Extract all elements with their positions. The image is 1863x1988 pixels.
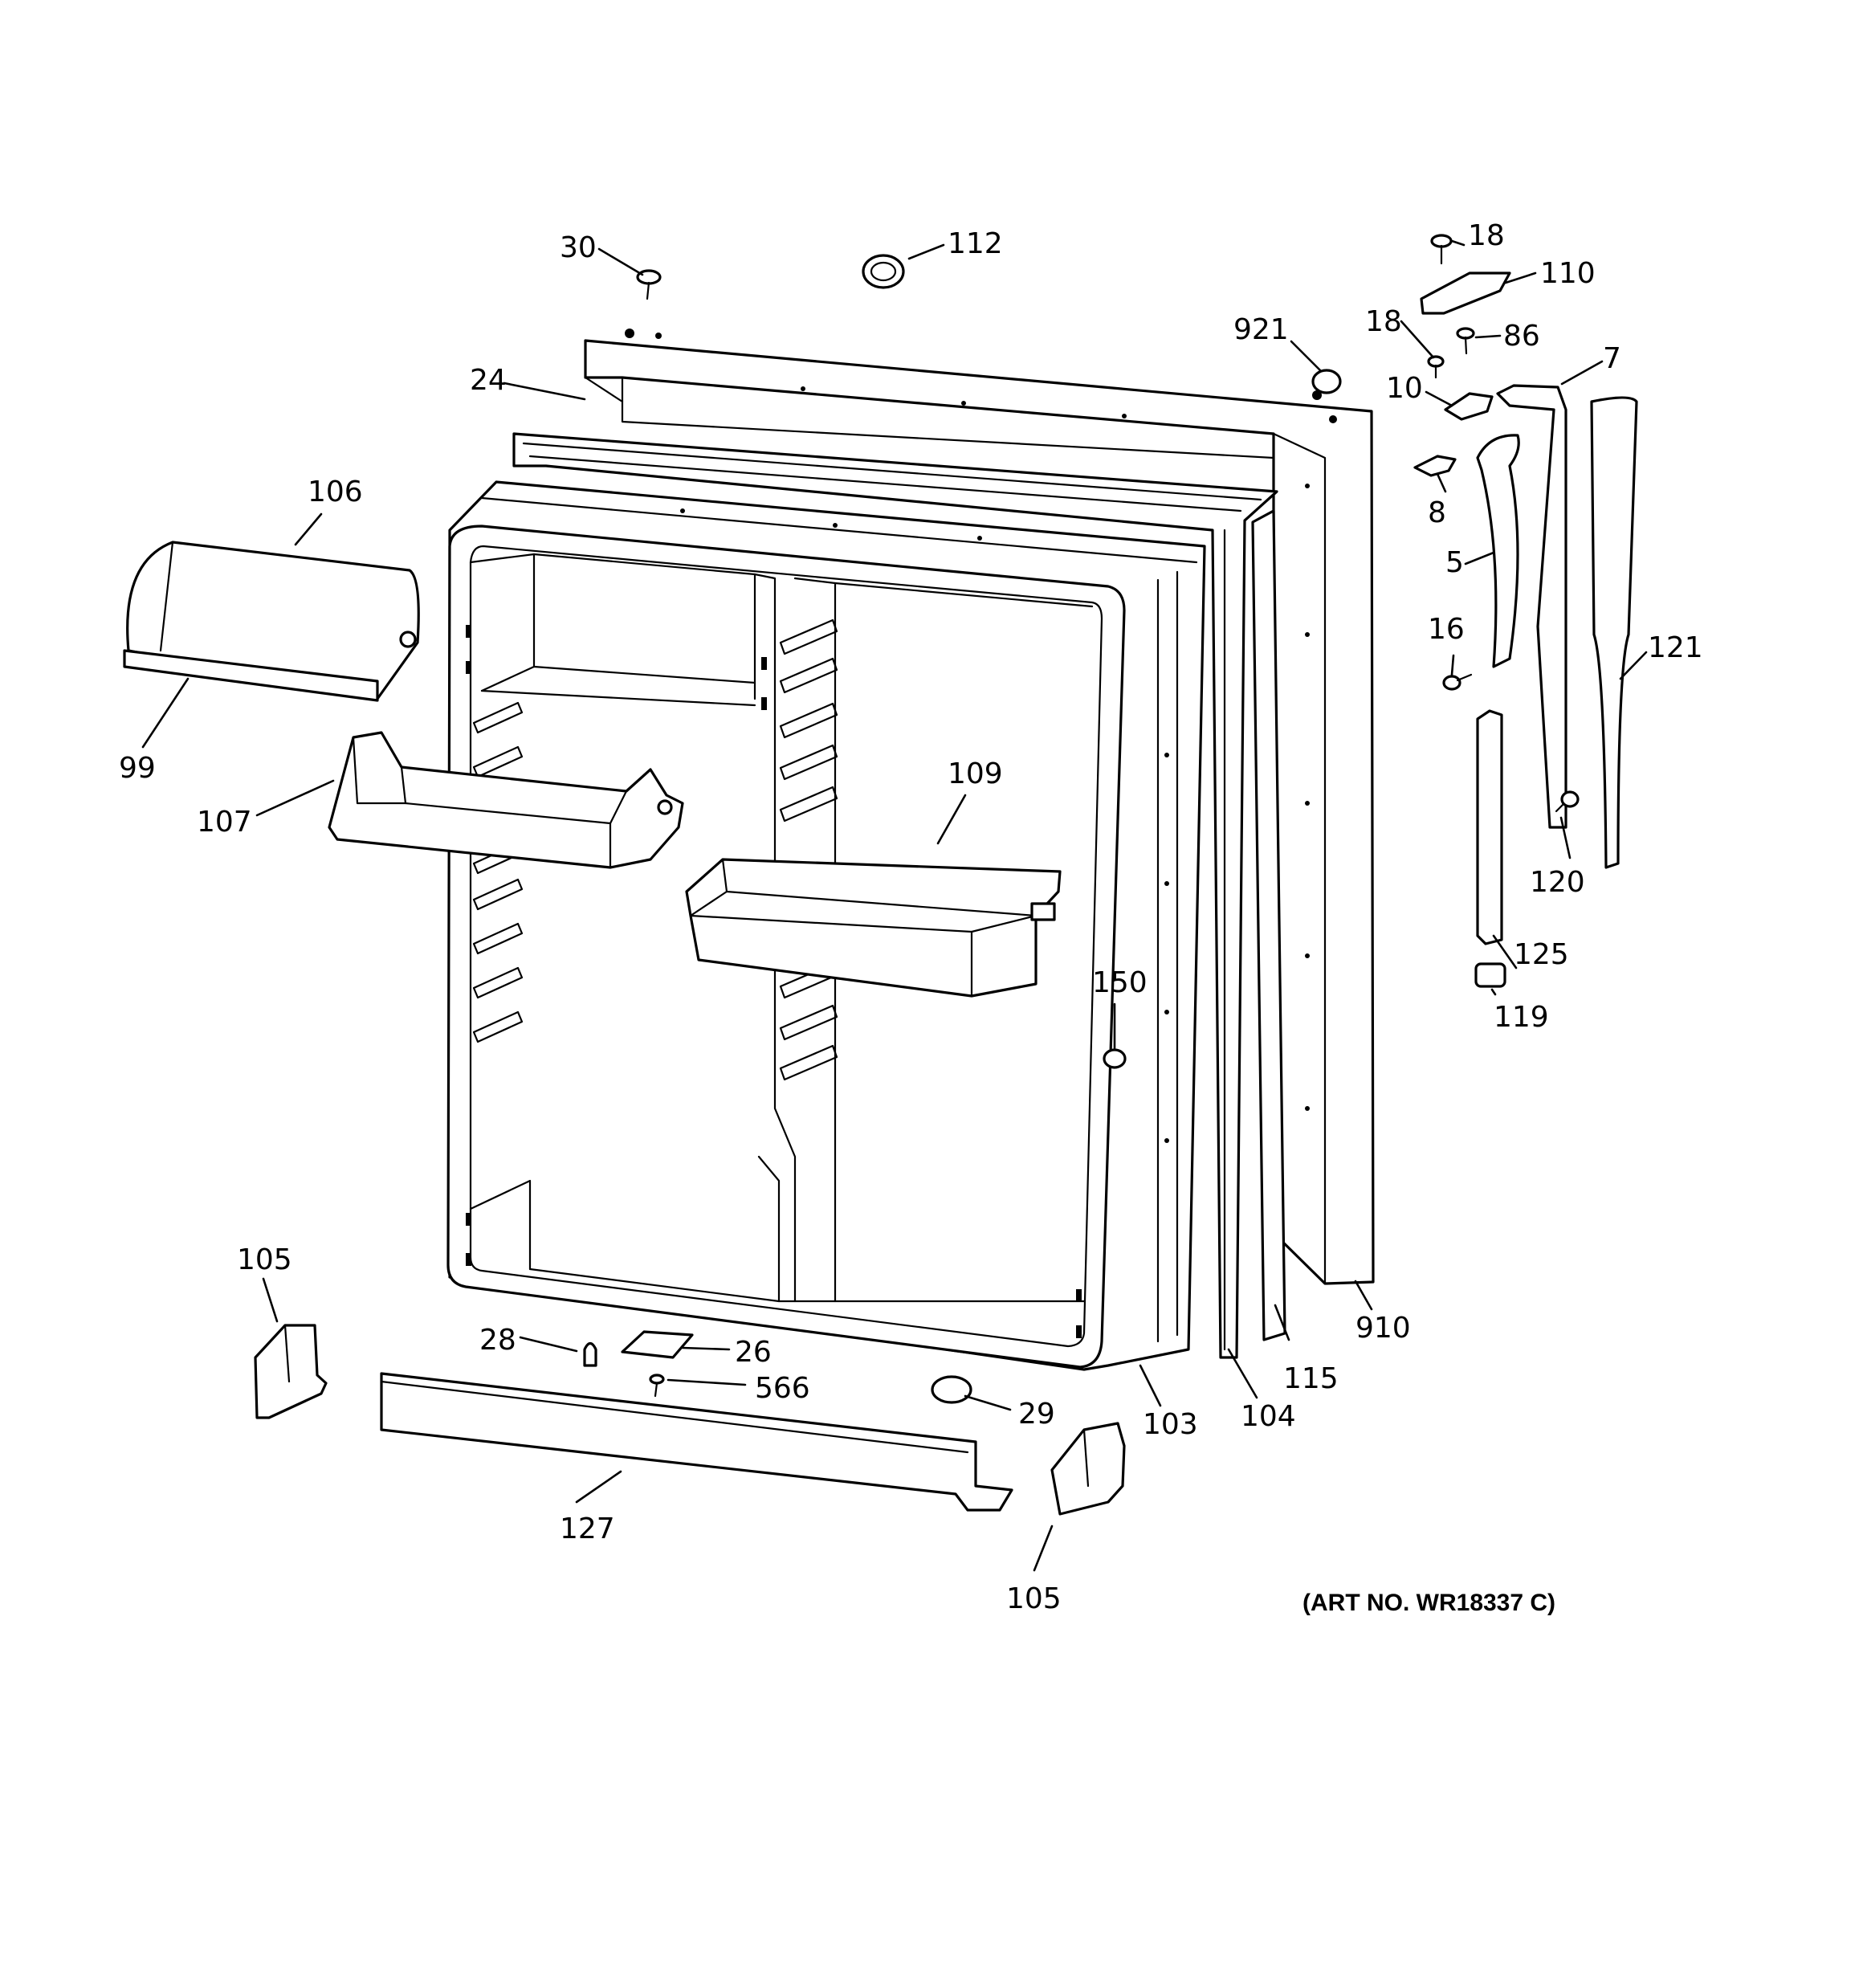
callout-18-mid: 18 [1365,305,1402,338]
door-gasket [512,432,1278,1359]
callout-910: 910 [1355,1312,1411,1345]
callout-109: 109 [948,757,1003,790]
callout-105-right: 105 [1006,1582,1062,1615]
callout-86: 86 [1503,320,1540,353]
hinge-cover-110 [1420,271,1511,315]
callout-127: 127 [560,1512,615,1545]
door-shelf-bin [328,731,684,869]
callout-120: 120 [1530,866,1585,899]
callout-115: 115 [1283,1362,1339,1395]
callout-566: 566 [755,1372,810,1405]
door-strip [1251,509,1286,1341]
screw-18-mid [1427,355,1445,379]
callout-16: 16 [1428,613,1465,646]
callout-125: 125 [1514,938,1569,971]
art-number: (ART NO. WR18337 C) [1302,1590,1555,1616]
stop-28 [583,1341,597,1367]
screw-120 [1555,790,1580,813]
callout-29: 29 [1018,1398,1055,1431]
screw-150 [1103,1048,1127,1069]
plug-921 [1311,369,1342,394]
bin-support-105-right [1050,1422,1126,1516]
callout-26: 26 [735,1336,772,1369]
callout-107: 107 [197,806,252,839]
callout-105-left: 105 [237,1243,292,1276]
handle-7 [1496,384,1567,829]
bin-support-105-left [254,1324,328,1419]
callout-112: 112 [948,227,1003,260]
door-bin [685,858,1062,998]
callout-labels: 30 112 18 110 18 86 921 24 7 10 8 106 5 … [119,219,1703,1615]
callout-121: 121 [1648,631,1703,664]
callout-8: 8 [1428,496,1446,529]
callout-106: 106 [308,476,363,508]
callout-150: 150 [1092,966,1148,999]
callout-104: 104 [1241,1400,1296,1433]
handle-trim-121 [1590,396,1638,869]
callout-103: 103 [1143,1408,1198,1441]
callout-7: 7 [1603,342,1621,375]
screw-16 [1442,673,1473,691]
hinge-plate-26 [621,1330,694,1359]
dairy-compartment-door [123,541,420,702]
callout-99: 99 [119,752,156,785]
kickplate-127 [380,1372,1013,1512]
callout-24: 24 [470,364,507,397]
bracket-8 [1413,455,1457,477]
screw-18-top [1430,234,1453,265]
callout-110: 110 [1540,257,1596,290]
callout-30: 30 [560,231,597,264]
screw-30 [636,269,662,300]
callout-5: 5 [1445,546,1464,579]
plug-112 [862,254,905,289]
cap-119 [1474,962,1506,988]
bumper-29 [931,1375,972,1404]
screw-566 [649,1374,665,1398]
callout-18-top: 18 [1468,219,1505,252]
callout-921: 921 [1233,313,1289,346]
handle-insert-125 [1476,709,1503,945]
callout-28: 28 [479,1324,516,1357]
callout-119: 119 [1494,1001,1549,1034]
handle-end-5 [1476,434,1520,668]
leader-lines [141,239,1648,1572]
bracket-10 [1444,392,1494,421]
callout-10: 10 [1386,372,1423,405]
screw-86 [1456,327,1475,355]
